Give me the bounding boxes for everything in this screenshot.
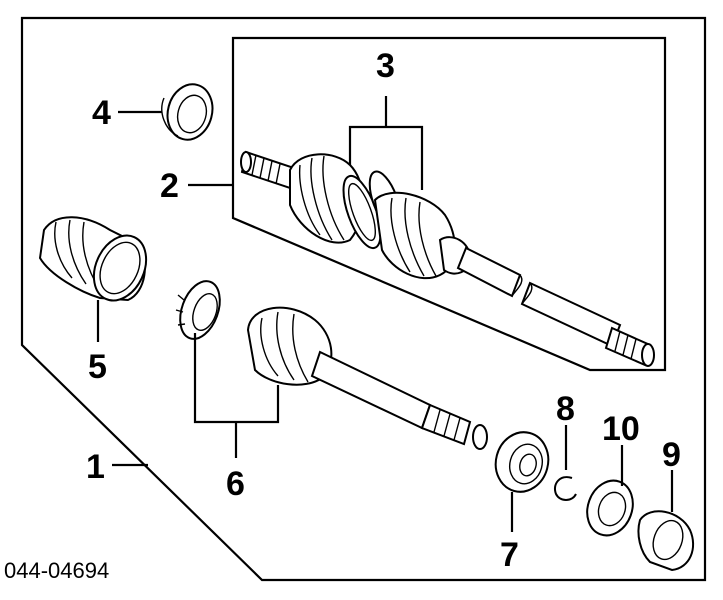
callout-10: 10 [602, 410, 640, 448]
subassembly-frame [231, 36, 667, 372]
callout-4: 4 [92, 94, 111, 132]
callout-6: 6 [226, 465, 245, 503]
callout-9: 9 [662, 436, 681, 474]
callout-3: 3 [376, 47, 395, 85]
part-7-bearing [494, 431, 550, 493]
part-4-dust-cap [161, 83, 214, 141]
part-5-outer-boot [38, 216, 148, 302]
part-6-outer-joint [175, 280, 488, 450]
part-9-seal [637, 510, 695, 572]
callout-7: 7 [500, 536, 519, 574]
part-8-snap-ring [554, 476, 577, 501]
assembly-frame [20, 16, 707, 582]
catalog-code: 044-04694 [4, 558, 109, 583]
inner-shaft-assembly [240, 150, 655, 367]
callout-8: 8 [556, 390, 575, 428]
callout-1: 1 [86, 448, 105, 486]
callout-2: 2 [160, 167, 179, 205]
callout-5: 5 [88, 348, 107, 386]
part-10-bearing [586, 479, 634, 537]
leader-lines [96, 96, 674, 532]
